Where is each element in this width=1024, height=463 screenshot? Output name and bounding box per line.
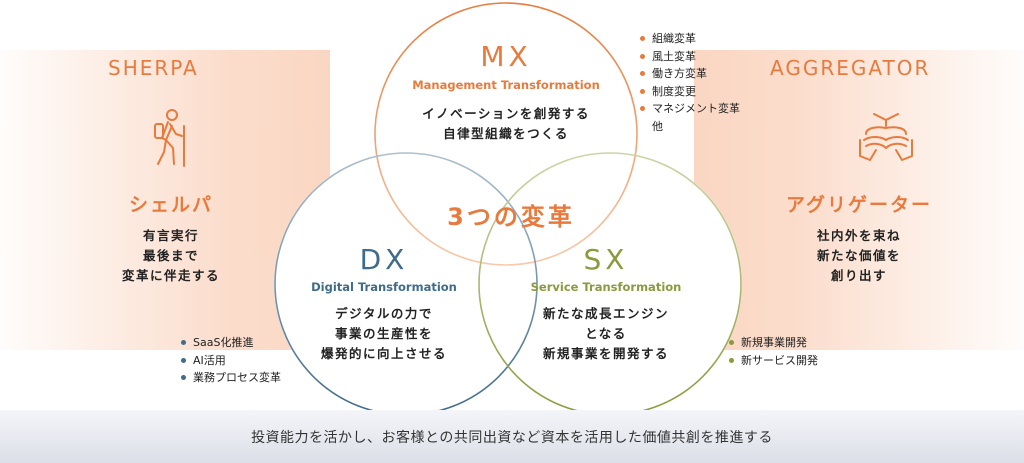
sherpa-heading: シェルパ — [128, 194, 213, 216]
hiker-icon — [146, 108, 196, 168]
bullet-dot-icon — [640, 71, 645, 76]
list-item: 制度変更 — [640, 83, 740, 101]
dx-desc-line: デジタルの力で — [335, 306, 433, 321]
aggregator-heading: アグリゲーター — [785, 194, 933, 216]
center-title: 3つの変革 — [447, 203, 575, 231]
sherpa-desc-line: 有言実行 — [142, 228, 199, 243]
dx-desc-line: 爆発的に向上させる — [320, 346, 447, 361]
mx-description: イノベーションを創発する 自律型組織をつくる — [406, 104, 606, 144]
aggregator-background-band — [694, 50, 1024, 350]
bullet-dot-icon — [640, 53, 645, 59]
sx-name: Service Transformation — [530, 280, 682, 294]
bullet-dot-icon — [640, 36, 645, 41]
bullet-dot-icon — [640, 106, 645, 111]
bullet-dot-icon — [181, 375, 186, 380]
mx-desc-line: 自律型組織をつくる — [443, 126, 569, 141]
sx-desc-line: 新規事業を開発する — [542, 346, 669, 361]
mx-abbr: MX — [480, 40, 532, 73]
sx-desc-line: 新たな成長エンジン — [542, 306, 669, 321]
mx-name: Management Transformation — [412, 78, 600, 92]
sherpa-desc-line: 変革に伴走する — [121, 268, 220, 283]
aggregator-desc-line: 創り出す — [830, 268, 887, 283]
sx-circle — [478, 152, 742, 416]
sx-bullet-list: 新規事業開発 新サービス開発 — [729, 334, 818, 369]
list-item: 業務プロセス変革 — [181, 369, 281, 387]
list-item: 働き方変革 — [640, 65, 740, 83]
sx-desc-line: となる — [585, 326, 627, 341]
list-item: マネジメント変革 — [640, 100, 740, 118]
mx-bullet-list: 組織変革 風土変革 働き方変革 制度変更 マネジメント変革 他 — [640, 30, 740, 135]
list-item: 新規事業開発 — [729, 334, 818, 352]
sherpa-description: 有言実行 最後まで 変革に伴走する — [96, 226, 246, 286]
bullet-dot-icon — [729, 357, 734, 363]
aggregator-desc-line: 新たな価値を — [816, 248, 901, 263]
list-item: 組織変革 — [640, 30, 740, 48]
mx-desc-line: イノベーションを創発する — [422, 106, 590, 121]
footer-text: 投資能力を活かし、お客様との共同出資など資本を活用した価値共創を推進する — [251, 429, 773, 446]
list-item: 新サービス開発 — [729, 352, 818, 370]
stacked-hands-icon — [856, 110, 916, 166]
mx-circle-outline — [374, 2, 638, 266]
list-item: SaaS化推進 — [181, 334, 281, 352]
bullet-dot-icon — [181, 340, 186, 345]
sx-abbr: SX — [583, 243, 629, 276]
bullet-dot-icon — [640, 88, 645, 94]
footer-bar: 投資能力を活かし、お客様との共同出資など資本を活用した価値共創を推進する — [0, 410, 1024, 463]
aggregator-desc-line: 社内外を束ね — [816, 228, 901, 243]
dx-bullet-list: SaaS化推進 AI活用 業務プロセス変革 — [181, 334, 281, 387]
sherpa-desc-line: 最後まで — [142, 248, 199, 263]
dx-name: Digital Transformation — [311, 280, 457, 294]
bullet-dot-icon — [181, 357, 186, 363]
mx-list-more: 他 — [652, 119, 663, 133]
list-item: AI活用 — [181, 352, 281, 370]
aggregator-description: 社内外を束ね 新たな価値を 創り出す — [784, 226, 934, 286]
aggregator-title: AGGREGATOR — [770, 56, 931, 80]
bullet-dot-icon — [729, 340, 734, 345]
sx-description: 新たな成長エンジン となる 新規事業を開発する — [516, 304, 696, 364]
dx-desc-line: 事業の生産性を — [334, 326, 433, 341]
dx-abbr: DX — [359, 243, 409, 276]
list-item: 風土変革 — [640, 48, 740, 66]
sherpa-title: SHERPA — [108, 56, 199, 80]
dx-description: デジタルの力で 事業の生産性を 爆発的に向上させる — [294, 304, 474, 364]
